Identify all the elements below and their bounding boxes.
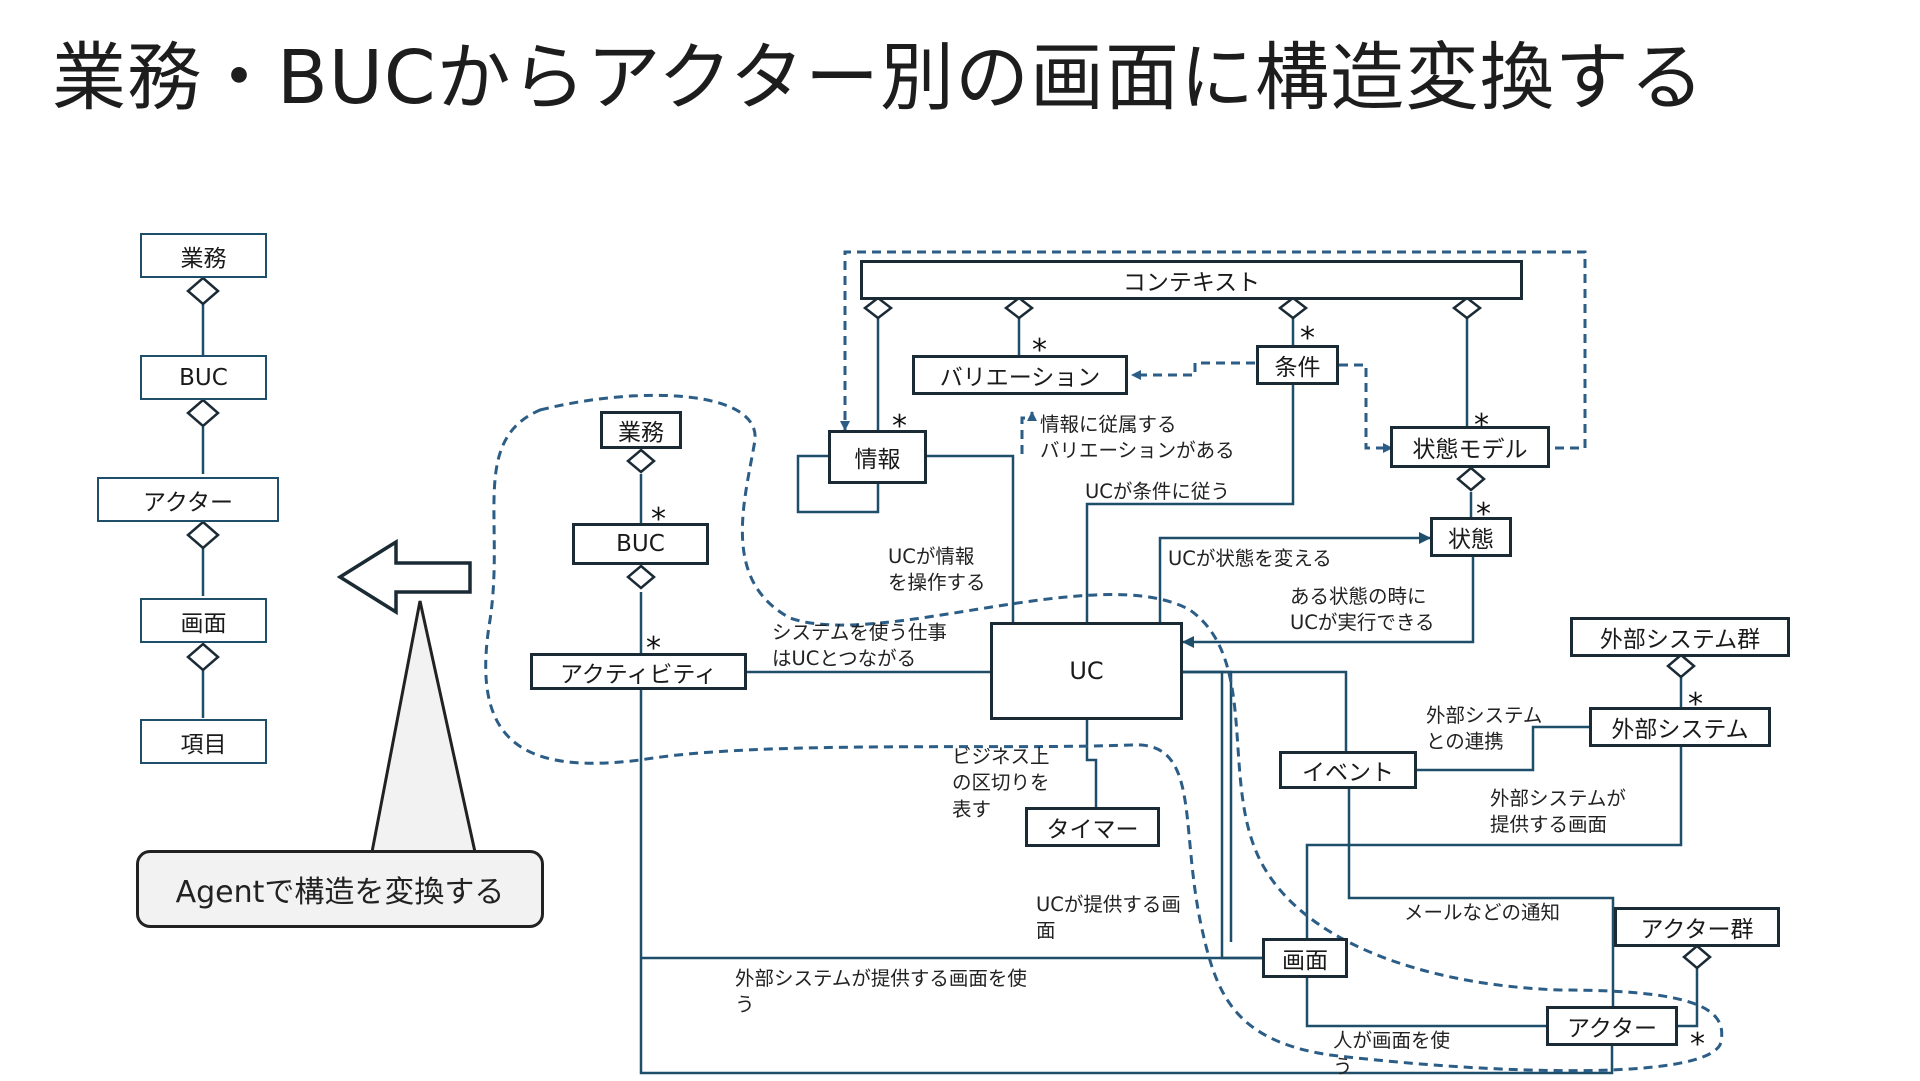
aggregation-diamond [186, 520, 220, 550]
label-uc-state-change: UCが状態を変える [1168, 547, 1332, 570]
node-gyomu[interactable]: 業務 [600, 411, 682, 449]
label-business-break: ビジネス上 の区切りを 表す [952, 745, 1050, 821]
node-timer[interactable]: タイマー [1025, 807, 1160, 847]
transform-arrow [336, 538, 472, 616]
aggregation-diamond [186, 276, 220, 306]
multiplicity-star: * [1690, 1027, 1705, 1062]
agent-callout: Agentで構造を変換する [136, 850, 544, 928]
node-actor-group[interactable]: アクター群 [1614, 907, 1780, 947]
multiplicity-star: * [892, 409, 907, 444]
multiplicity-star: * [651, 502, 666, 537]
aggregation-diamond [186, 398, 220, 428]
node-state[interactable]: 状態 [1430, 517, 1512, 557]
callout-spike [370, 600, 477, 853]
label-uc-info: UCが情報 を操作する [888, 545, 986, 595]
multiplicity-star: * [1474, 408, 1489, 443]
node-info[interactable]: 情報 [828, 430, 927, 484]
node-ext-system[interactable]: 外部システム [1589, 707, 1771, 747]
multiplicity-star: * [1300, 321, 1315, 356]
label-use-ext-screen: 外部システムが提供する画面を使 う [735, 967, 1027, 1017]
node-event[interactable]: イベント [1279, 751, 1417, 789]
multiplicity-star: * [1688, 687, 1703, 722]
node-uc[interactable]: UC [990, 622, 1183, 720]
left-box-actor[interactable]: アクター [97, 477, 279, 522]
node-variation[interactable]: バリエーション [912, 355, 1128, 395]
label-info-variation: 情報に従属する バリエーションがある [1040, 413, 1235, 463]
label-ext-screen: 外部システムが 提供する画面 [1490, 787, 1626, 837]
left-box-item[interactable]: 項目 [140, 719, 267, 764]
node-activity[interactable]: アクティビティ [530, 653, 747, 690]
node-condition[interactable]: 条件 [1256, 345, 1339, 385]
left-box-gyomu[interactable]: 業務 [140, 233, 267, 278]
node-actor[interactable]: アクター [1546, 1006, 1678, 1046]
node-buc[interactable]: BUC [572, 523, 709, 565]
label-human-screen: 人が画面を使 う [1333, 1029, 1451, 1079]
label-uc-screen: UCが提供する画 面 [1036, 893, 1181, 943]
label-uc-condition: UCが条件に従う [1085, 480, 1230, 503]
label-ext-link: 外部システム との連携 [1426, 704, 1543, 754]
multiplicity-star: * [1032, 333, 1047, 368]
left-box-screen[interactable]: 画面 [140, 598, 267, 643]
multiplicity-star: * [1476, 497, 1491, 532]
multiplicity-star: * [646, 631, 661, 666]
label-mail-notice: メールなどの通知 [1404, 901, 1561, 924]
page-title: 業務・BUCからアクター別の画面に構造変換する [52, 35, 1705, 121]
node-state-model[interactable]: 状態モデル [1390, 426, 1550, 468]
node-screen[interactable]: 画面 [1262, 938, 1348, 978]
left-box-buc[interactable]: BUC [140, 355, 267, 400]
node-context[interactable]: コンテキスト [860, 260, 1523, 300]
aggregation-diamond [186, 642, 220, 672]
label-state-exec: ある状態の時に UCが実行できる [1290, 585, 1435, 635]
label-activity-uc: システムを使う仕事 はUCとつながる [772, 621, 947, 671]
node-ext-group[interactable]: 外部システム群 [1570, 617, 1790, 657]
